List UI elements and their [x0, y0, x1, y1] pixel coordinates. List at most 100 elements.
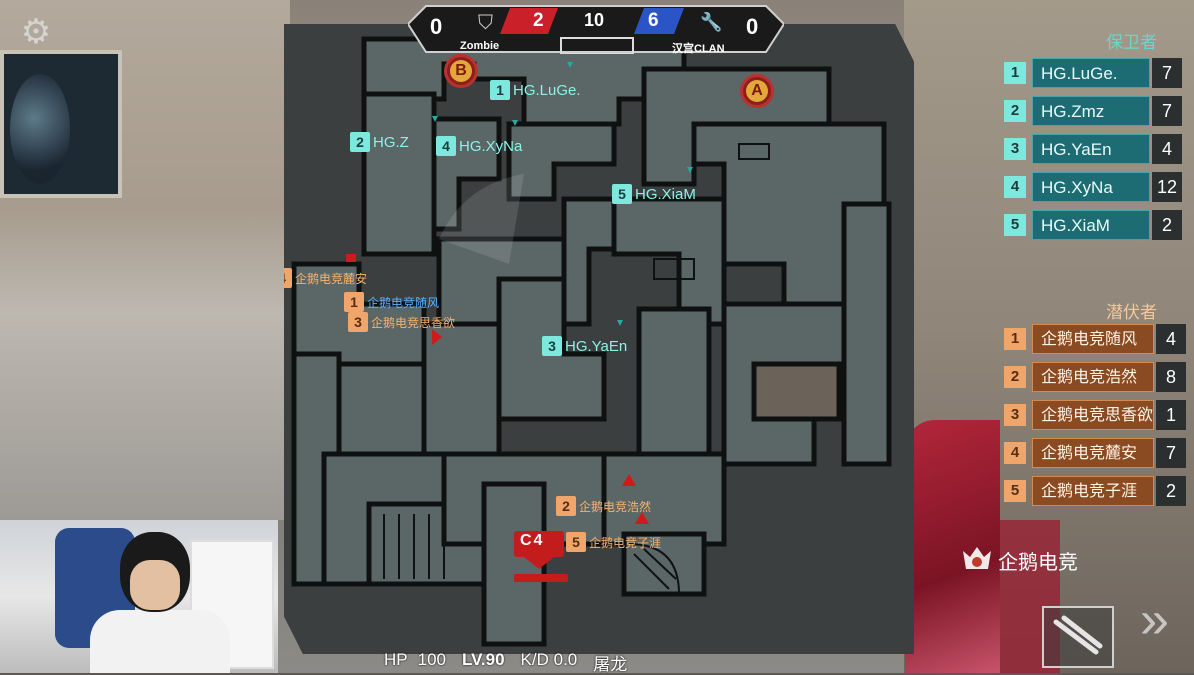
pin-name: HG.LuGe. [513, 81, 581, 99]
pin-index: 2 [556, 496, 576, 516]
map-attacker-pin: 3 企鹅电竞思香欲 [348, 312, 455, 332]
player-index: 4 [1004, 442, 1026, 464]
shield-icon: ⛉ [478, 12, 493, 34]
pin-index: 5 [566, 532, 586, 552]
left-team-kills: 2 [533, 10, 544, 31]
player-score: 7 [1156, 438, 1186, 468]
pin-index: 3 [542, 336, 562, 356]
right-team-kills: 6 [648, 10, 659, 31]
map-attacker-pin: 4 企鹅电竞麓安 [284, 268, 368, 288]
hp-value: 100 [417, 650, 446, 669]
pin-name: 企鹅电竞麓安 [295, 271, 368, 286]
pin-name: HG.XyNa [459, 137, 523, 155]
map-defender-pin: 3 HG.YaEn [542, 336, 627, 356]
player-name: 企鹅电竞思香欲 [1032, 400, 1154, 430]
player-hud: HP 100 LV.90 K/D 0.0 屠龙 [384, 650, 627, 675]
pin-index: 3 [348, 312, 368, 332]
pin-name: 企鹅电竞思香欲 [371, 315, 456, 330]
pin-name: 企鹅电竞子涯 [589, 535, 662, 550]
defender-row: 1 HG.LuGe. 7 [1004, 57, 1182, 89]
attacker-row: 3 企鹅电竞思香欲 1 [1004, 399, 1186, 431]
player-index: 1 [1004, 62, 1026, 84]
defenders-title: 保卫者 [1106, 33, 1157, 52]
wall-poster [0, 50, 122, 198]
player-index: 1 [1004, 328, 1026, 350]
pin-index: 1 [490, 80, 510, 100]
player-index: 5 [1004, 480, 1026, 502]
player-score: 7 [1152, 96, 1182, 126]
player-score: 4 [1152, 134, 1182, 164]
attacker-row: 4 企鹅电竞麓安 7 [1004, 437, 1186, 469]
map-attacker-pin: 5 企鹅电竞子涯 [566, 532, 661, 552]
attacker-row: 5 企鹅电竞子涯 2 [1004, 475, 1186, 507]
pin-index: 4 [436, 136, 456, 156]
player-name: 企鹅电竞麓安 [1032, 438, 1154, 468]
player-score: 4 [1156, 324, 1186, 354]
map-defender-pin: 1 HG.LuGe. [490, 80, 581, 100]
map-attacker-pin: 1 企鹅电竞随风 [344, 292, 439, 312]
player-index: 4 [1004, 176, 1026, 198]
pin-name: HG.YaEn [565, 337, 628, 355]
player-name: 企鹅电竞浩然 [1032, 362, 1154, 392]
defender-row: 5 HG.XiaM 2 [1004, 209, 1182, 241]
player-glove [905, 420, 1000, 673]
site-b-marker: B [444, 54, 478, 88]
wrench-icon: 🔧 [700, 12, 723, 32]
gear-icon[interactable]: ⚙ [20, 13, 52, 51]
webcam-face [130, 560, 180, 610]
left-team-score: 0 [430, 14, 443, 39]
player-name: 企鹅电竞随风 [1032, 324, 1154, 354]
brand-watermark: 企鹅电竞 [960, 545, 1078, 575]
player-name: HG.LuGe. [1032, 58, 1150, 88]
player-score: 8 [1156, 362, 1186, 392]
webcam-body [90, 610, 230, 673]
bomb-label: C4 [520, 532, 545, 549]
right-team-score: 0 [746, 14, 759, 39]
player-index: 2 [1004, 366, 1026, 388]
defender-row: 3 HG.YaEn 4 [1004, 133, 1182, 165]
player-name: 企鹅电竞子涯 [1032, 476, 1154, 506]
player-index: 3 [1004, 138, 1026, 160]
pin-name: 企鹅电竞浩然 [579, 499, 652, 514]
left-team-name: Zombie [460, 40, 500, 52]
map-defender-pin: 2 HG.Z [350, 132, 409, 152]
defender-row: 2 HG.Zmz 7 [1004, 95, 1182, 127]
brand-name: 企鹅电竞 [998, 551, 1078, 574]
penguin-logo-icon [963, 547, 991, 569]
site-a-label: A [746, 80, 768, 102]
kd-text: K/D 0.0 [520, 650, 578, 669]
player-name: HG.YaEn [1032, 134, 1150, 164]
site-b-label: B [450, 60, 472, 82]
attackers-title: 潜伏者 [1106, 303, 1157, 322]
double-chevron-right-icon[interactable]: » [1140, 591, 1169, 649]
right-team-name: 汉宫CLAN [672, 43, 725, 55]
pin-index: 2 [350, 132, 370, 152]
player-index: 5 [1004, 214, 1026, 236]
player-name: HG.XyNa [1032, 172, 1150, 202]
map-defender-pin: 4 HG.XyNa [436, 136, 522, 156]
streamer-webcam [0, 520, 278, 673]
hp-label: HP [384, 650, 408, 669]
pin-index: 5 [612, 184, 632, 204]
player-score: 12 [1152, 172, 1182, 202]
weapon-name: 屠龙 [593, 655, 628, 674]
knife-icon[interactable] [1042, 606, 1114, 668]
attacker-row: 1 企鹅电竞随风 4 [1004, 323, 1186, 355]
attacker-row: 2 企鹅电竞浩然 8 [1004, 361, 1186, 393]
player-score: 7 [1152, 58, 1182, 88]
scoreboard: 0 ⛉ 2 10 6 🔧 0 Zombie 汉宫CLAN [408, 4, 784, 55]
player-name: HG.XiaM [1032, 210, 1150, 240]
player-name: HG.Zmz [1032, 96, 1150, 126]
pin-index: 4 [284, 268, 292, 288]
defender-row: 4 HG.XyNa 12 [1004, 171, 1182, 203]
player-index: 3 [1004, 404, 1026, 426]
map-defender-pin: 5 HG.XiaM [612, 184, 696, 204]
site-a-marker: A [740, 74, 774, 108]
round-target: 10 [584, 10, 605, 30]
player-score: 2 [1152, 210, 1182, 240]
map-attacker-pin: 2 企鹅电竞浩然 [556, 496, 651, 516]
pin-name: HG.XiaM [635, 185, 696, 203]
level-text: LV.90 [462, 650, 505, 669]
player-score: 2 [1156, 476, 1186, 506]
player-index: 2 [1004, 100, 1026, 122]
